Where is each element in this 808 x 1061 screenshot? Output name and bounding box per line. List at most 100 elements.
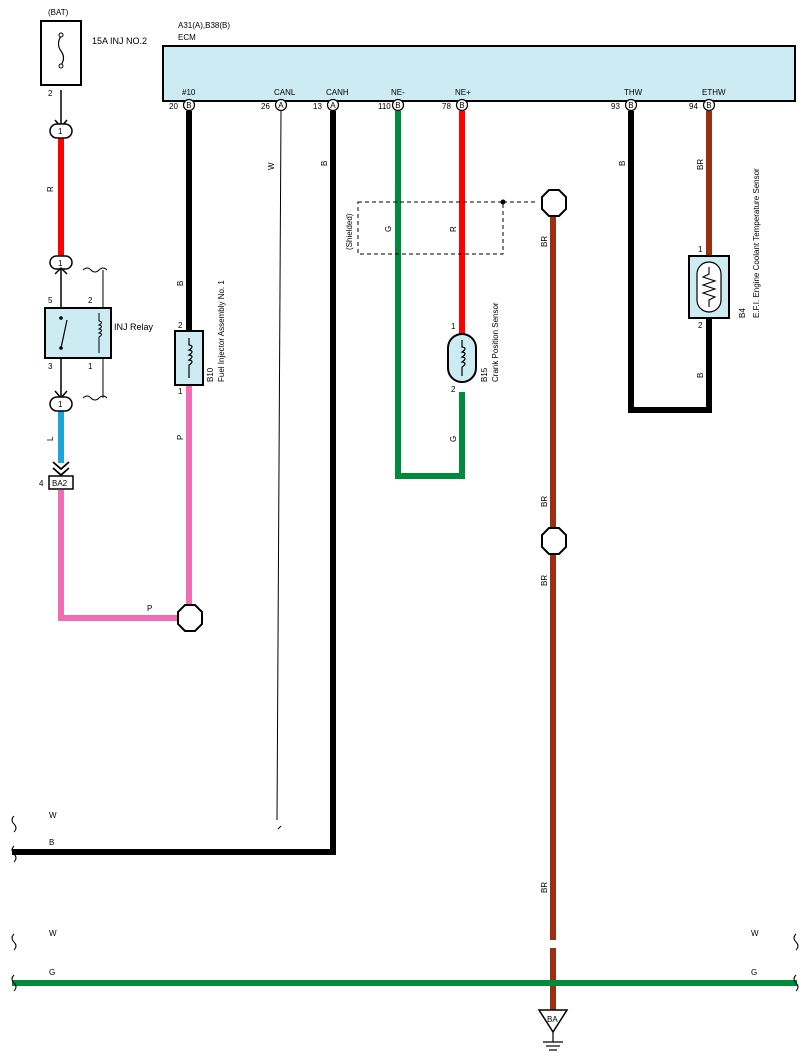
wire-label: B <box>696 373 705 378</box>
crank-position-sensor: 1 2 B15 Crank Position Sensor <box>447 302 500 394</box>
ecm-pin-number: 94 <box>689 102 698 111</box>
wire-label: BR <box>540 236 549 247</box>
ecm-pin-name: CANH <box>326 88 349 97</box>
ecm-pin-terminal <box>702 98 716 112</box>
wire-label: G <box>384 226 393 232</box>
injector-code: B10 <box>206 367 215 382</box>
wire-label: BR <box>540 575 549 586</box>
coolant-pin: 2 <box>698 321 703 330</box>
coolant-pin: 1 <box>698 245 703 254</box>
crank-pin: 2 <box>451 385 456 394</box>
ground-label: BA <box>547 1015 558 1024</box>
fuse-label: 15A INJ NO.2 <box>92 36 147 46</box>
ecm-connectors: A31(A),B38(B) <box>178 21 230 30</box>
ecm-pin-ne-: NE-110 B <box>378 88 405 112</box>
wire-g-green-ne <box>395 111 465 479</box>
ecm-pin-connector: B <box>459 101 464 110</box>
ecm-name: ECM <box>178 33 196 42</box>
splice-1-top: 1 <box>49 119 73 139</box>
injector-pin: 2 <box>178 321 183 330</box>
coolant-temp-sensor: 1 2 B4 E.F.I. Engine Coolant Temperature… <box>688 168 761 330</box>
wire-label: B <box>320 161 329 166</box>
ecm-pin-number: 110 <box>378 102 391 111</box>
relay-pin: 5 <box>48 296 53 305</box>
wire-b-black-thw <box>628 111 712 413</box>
wire-label: BR <box>540 496 549 507</box>
relay-label: INJ Relay <box>114 322 154 332</box>
splice-1-mid: 1 <box>49 255 73 275</box>
injector-pin: 1 <box>178 387 183 396</box>
ecm-pin-terminal <box>326 98 340 112</box>
junctions <box>177 189 567 632</box>
ba2-pin: 4 <box>39 479 44 488</box>
junction-brown-top <box>541 189 567 217</box>
ecm-pin-canh: CANH 13 A <box>313 88 349 112</box>
inj-relay: 5 2 3 1 INJ Relay <box>44 296 154 371</box>
ecm-pin-name: THW <box>624 88 643 97</box>
coil-icon <box>460 340 466 376</box>
ecm-pin-terminal <box>182 98 196 112</box>
wire-label: P <box>176 435 185 440</box>
wire-label: G <box>49 968 55 977</box>
ecm-pin-connector: B <box>395 101 400 110</box>
fuse-icon <box>57 35 65 66</box>
wire-label: BR <box>696 159 705 170</box>
thermistor-icon <box>701 267 717 307</box>
wire-label: BR <box>540 882 549 893</box>
relay-pin: 3 <box>48 362 53 371</box>
wire-label: P <box>147 604 152 613</box>
fuse-pin: 2 <box>48 89 53 98</box>
ecm-pin-name: ETHW <box>702 88 726 97</box>
splice-pin: 1 <box>58 400 63 409</box>
break-marks <box>11 267 799 992</box>
junction-brown-mid <box>541 527 567 555</box>
splice-pin: 1 <box>58 127 63 136</box>
ecm-pin-number: 13 <box>313 102 322 111</box>
wire-p-pink-ba2 <box>58 490 178 621</box>
wire-label: W <box>751 929 759 938</box>
wire-label: R <box>449 226 458 232</box>
relay-pin: 2 <box>88 296 93 305</box>
crank-code: B15 <box>480 367 489 382</box>
crank-name: Crank Position Sensor <box>491 302 500 382</box>
shield: (Shielded) <box>345 199 538 255</box>
splice-pin: 1 <box>58 259 63 268</box>
crank-pin: 1 <box>451 322 456 331</box>
coil-icon <box>187 338 193 378</box>
ecm-pin-number: 78 <box>442 102 451 111</box>
ecm-pin-terminal <box>624 98 638 112</box>
wire-label: R <box>46 186 55 192</box>
ecm-pin-terminal <box>455 98 469 112</box>
ecm-pin-number: 20 <box>169 102 178 111</box>
ecm-pin-number: 93 <box>611 102 620 111</box>
connector-ba2: BA2 4 <box>39 461 74 490</box>
coolant-name: E.F.I. Engine Coolant Temperature Sensor <box>752 168 761 318</box>
ecm-pin-name: NE+ <box>455 88 471 97</box>
wire-label: B <box>176 281 185 286</box>
bat-label: (BAT) <box>48 8 69 17</box>
wire-label: W <box>267 162 276 170</box>
fuse-15a-inj-no2: (BAT) 15A INJ NO.2 2 <box>40 8 147 98</box>
wire-b-black-canh <box>12 111 336 855</box>
wire-w-canl <box>276 110 282 821</box>
relay-pin: 1 <box>88 362 93 371</box>
wire-label: W <box>49 929 57 938</box>
ecm-pin-name: NE- <box>391 88 405 97</box>
ecm-pin-name: #10 <box>182 88 196 97</box>
wire-label: B <box>49 838 54 847</box>
coil-icon <box>97 313 102 353</box>
ecm-pin-ethw: ETHW 94 B <box>689 88 726 112</box>
ecm-pin-ne-: NE+ 78 B <box>442 88 471 112</box>
shielded-label: (Shielded) <box>345 213 354 250</box>
wire-label: G <box>751 968 757 977</box>
wire-label: L <box>46 436 55 441</box>
splice-1-bottom: 1 <box>49 390 73 412</box>
ecm-pin-terminal <box>391 98 405 112</box>
ecm-pin-connector: A <box>330 101 336 110</box>
wire-label: B <box>618 161 627 166</box>
ecm-pin-connector: B <box>706 101 711 110</box>
